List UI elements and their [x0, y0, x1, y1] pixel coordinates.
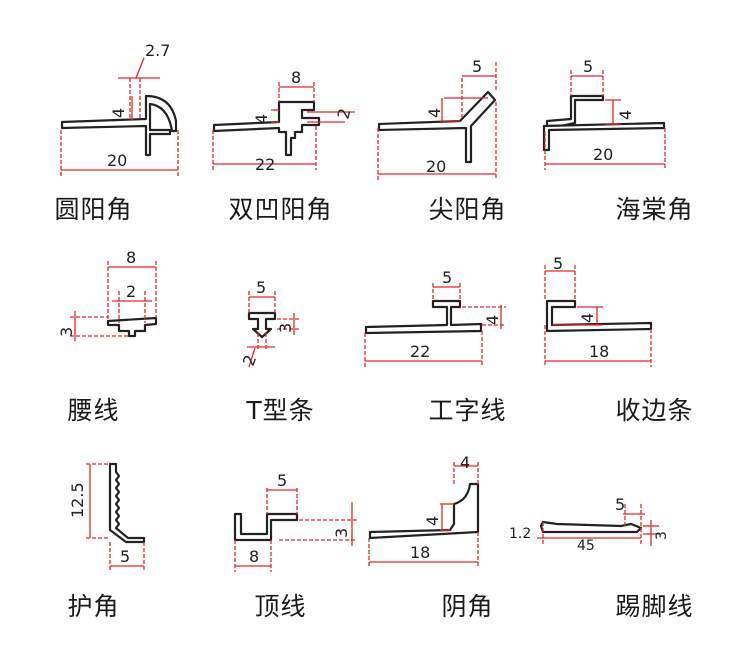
dim-label: 20: [593, 145, 613, 164]
profile-cell-corner-guard: 12.5 5 护角: [0, 442, 187, 663]
dim-label: 18: [589, 342, 609, 361]
dim-label: 18: [410, 543, 430, 562]
profile-name: 圆阳角: [54, 195, 133, 224]
profile-name: 双凹阳角: [228, 195, 333, 224]
profile-name: 腰线: [67, 396, 120, 425]
waist-line-drawing: 8 2 3: [57, 248, 158, 341]
crabapple-corner-drawing: 5 4 20: [542, 57, 666, 170]
profile-cell-edge-trim: 5 4 18 收边条: [544, 221, 748, 442]
dim-label: 5: [615, 495, 625, 514]
dim-label: 4: [252, 114, 271, 124]
profile-cell-i-line: 5 4 22 工字线: [364, 221, 561, 442]
dim-label: 4: [109, 108, 128, 118]
profile-name: 顶线: [254, 592, 307, 621]
profile-name: 工字线: [428, 396, 507, 425]
dim-label: 8: [126, 248, 136, 267]
dim-label: 2: [126, 282, 136, 301]
dim-label: 4: [483, 315, 502, 325]
profile-name: 踢脚线: [615, 592, 694, 621]
dim-label: 5: [120, 547, 130, 566]
dim-label: 45: [577, 538, 595, 554]
corner-guard-drawing: 12.5 5: [68, 462, 146, 572]
dim-label: 5: [583, 57, 593, 76]
profile-cell-crabapple-corner: 5 4 20 海棠角: [542, 0, 748, 224]
profile-name: 护角: [67, 592, 120, 621]
dim-label: 4: [578, 313, 597, 323]
dim-label: 5: [442, 268, 452, 287]
t-strip-drawing: 5 3 2: [239, 278, 299, 368]
dim-label: 4: [423, 516, 442, 526]
dim-label: 5: [256, 278, 266, 297]
dim-label: 22: [255, 155, 275, 174]
round-corner-drawing: 2.7 4 20: [60, 41, 179, 176]
edge-trim-drawing: 5 4 18: [544, 254, 653, 367]
dim-label: 2: [239, 352, 260, 368]
profile-cell-sharp-corner: 5 4 20 尖阳角: [374, 0, 561, 224]
dim-label: 2.7: [145, 41, 170, 60]
profile-name: T型条: [246, 396, 315, 425]
profile-name: 尖阳角: [428, 195, 507, 224]
dim-label: 12.5: [68, 482, 87, 518]
profile-cell-inner-corner: 4 4 18 阴角: [368, 442, 561, 663]
profile-cell-skirting-line: 5 1.2 45 3 踢脚线: [509, 442, 748, 663]
dim-label: 1.2: [509, 526, 531, 542]
top-line-drawing: 5 3 8: [233, 471, 357, 572]
sharp-corner-drawing: 5 4 20: [377, 57, 497, 180]
profile-name: 收边条: [615, 396, 694, 425]
dim-label: 8: [291, 68, 301, 87]
dim-label: 20: [426, 157, 446, 176]
dim-label: 3: [332, 528, 351, 538]
dim-label: 3: [276, 323, 295, 333]
double-groove-corner-drawing: 8 4 2 22: [212, 68, 355, 174]
dim-label: 8: [249, 547, 259, 566]
skirting-line-drawing: 5 1.2 45 3: [509, 495, 670, 554]
i-line-drawing: 5 4 22: [364, 268, 506, 367]
profile-name: 阴角: [441, 592, 494, 621]
inner-corner-drawing: 4 4 18: [368, 453, 480, 568]
dim-label: 3: [654, 531, 670, 540]
dim-label: 22: [410, 342, 430, 361]
profile-cell-top-line: 5 3 8 顶线: [187, 442, 374, 663]
profile-cell-waist-line: 8 2 3 腰线: [0, 221, 187, 442]
dim-label: 4: [460, 453, 470, 472]
dim-label: 5: [553, 254, 563, 273]
dim-label: 5: [472, 57, 482, 76]
dim-label: 5: [277, 471, 287, 490]
profile-cell-t-strip: 5 3 2 T型条: [187, 221, 374, 442]
dim-label: 3: [57, 327, 76, 337]
dim-label: 4: [616, 110, 635, 120]
profile-cell-round-corner: 2.7 4 20 圆阳角: [0, 0, 187, 224]
profile-name: 海棠角: [615, 195, 694, 224]
profile-cell-double-groove-corner: 8 4 2 22 双凹阳角: [187, 0, 374, 224]
dim-label: 2: [334, 106, 355, 121]
dim-label: 4: [425, 108, 444, 118]
dim-label: 20: [107, 151, 127, 170]
